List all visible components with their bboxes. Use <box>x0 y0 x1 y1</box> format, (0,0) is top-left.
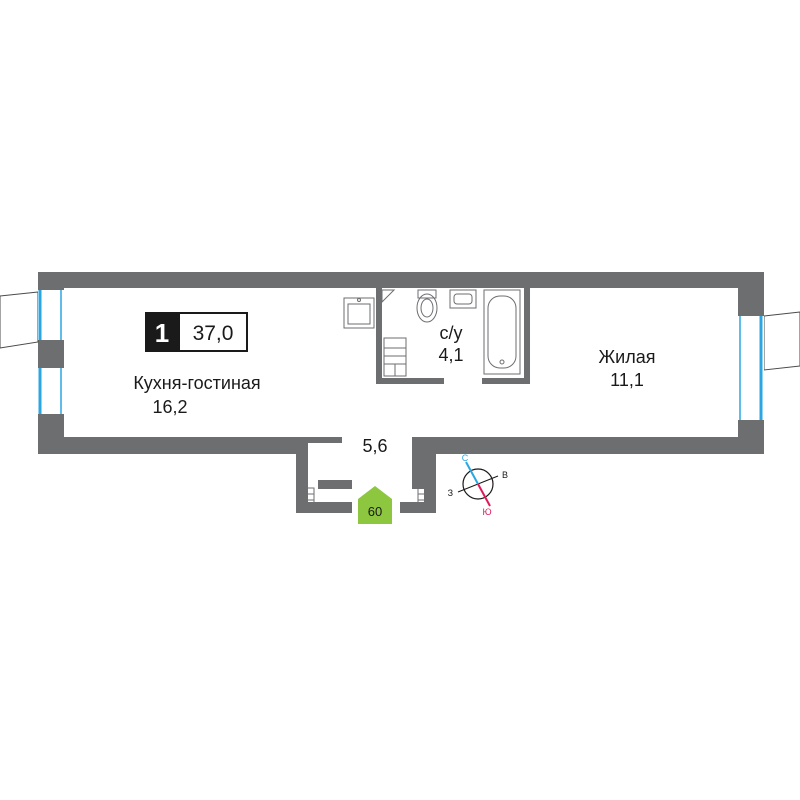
rooms-count: 1 <box>155 318 169 348</box>
wall-niche-right-inner <box>412 437 424 489</box>
washbasin-icon <box>449 289 477 309</box>
wall-top <box>38 272 764 288</box>
bathtub-icon <box>483 289 521 375</box>
windows <box>0 290 800 420</box>
compass-east: В <box>502 470 508 480</box>
total-area: 37,0 <box>193 322 234 345</box>
wall-niche-left-inner <box>318 480 352 489</box>
entrance-arrow-icon <box>358 486 392 524</box>
walls <box>38 272 764 513</box>
hallway-cabinet-right-icon <box>417 487 435 507</box>
living-room-area: 11,1 <box>610 370 644 390</box>
wall-niche-right-outer <box>424 448 436 513</box>
wall-bottom-right <box>420 437 764 454</box>
compass-west: З <box>448 488 453 498</box>
hallway-area: 5,6 <box>362 436 387 456</box>
entrance-marker: 60 <box>358 486 392 524</box>
wall-right-top <box>738 272 764 316</box>
toilet-icon <box>416 289 438 323</box>
hallway-cabinet-left-icon <box>297 487 315 507</box>
wall-bath-left <box>376 288 382 384</box>
living-room-name: Жилая <box>599 347 656 367</box>
window-right-sash <box>763 311 800 371</box>
wall-bottom-left <box>38 437 306 454</box>
total-area-box <box>178 312 248 352</box>
window-left-lower <box>38 368 64 414</box>
wall-bath-right <box>524 288 530 384</box>
apartment-badge: 1 37,0 <box>145 312 248 352</box>
wall-bath-bottom-left <box>376 378 444 384</box>
compass-icon: С В Ю З <box>448 453 508 517</box>
bathroom-name: с/у <box>439 323 462 343</box>
bathroom-area: 4,1 <box>438 345 463 365</box>
kitchen-sink-icon <box>343 297 375 329</box>
wall-bath-bottom-right <box>482 378 530 384</box>
entrance-label: 60 <box>368 504 382 519</box>
window-left-sash <box>0 291 39 349</box>
kitchen-living-name: Кухня-гостиная <box>133 373 260 393</box>
rooms-count-box <box>145 312 179 352</box>
corner-shelf-icon <box>381 289 396 304</box>
wall-left-middle <box>38 340 64 368</box>
window-left-upper <box>38 290 64 340</box>
kitchen-living-area: 16,2 <box>152 397 187 417</box>
compass-south: Ю <box>482 507 491 517</box>
fixtures <box>297 289 521 507</box>
compass-north: С <box>462 453 469 463</box>
wall-left-top <box>38 272 64 290</box>
wall-niche-right-bottom <box>400 502 436 513</box>
wall-niche-left-bottom <box>296 502 352 513</box>
wall-bottom-left-stub <box>306 437 342 443</box>
bathroom-cabinet-icon <box>383 337 407 377</box>
